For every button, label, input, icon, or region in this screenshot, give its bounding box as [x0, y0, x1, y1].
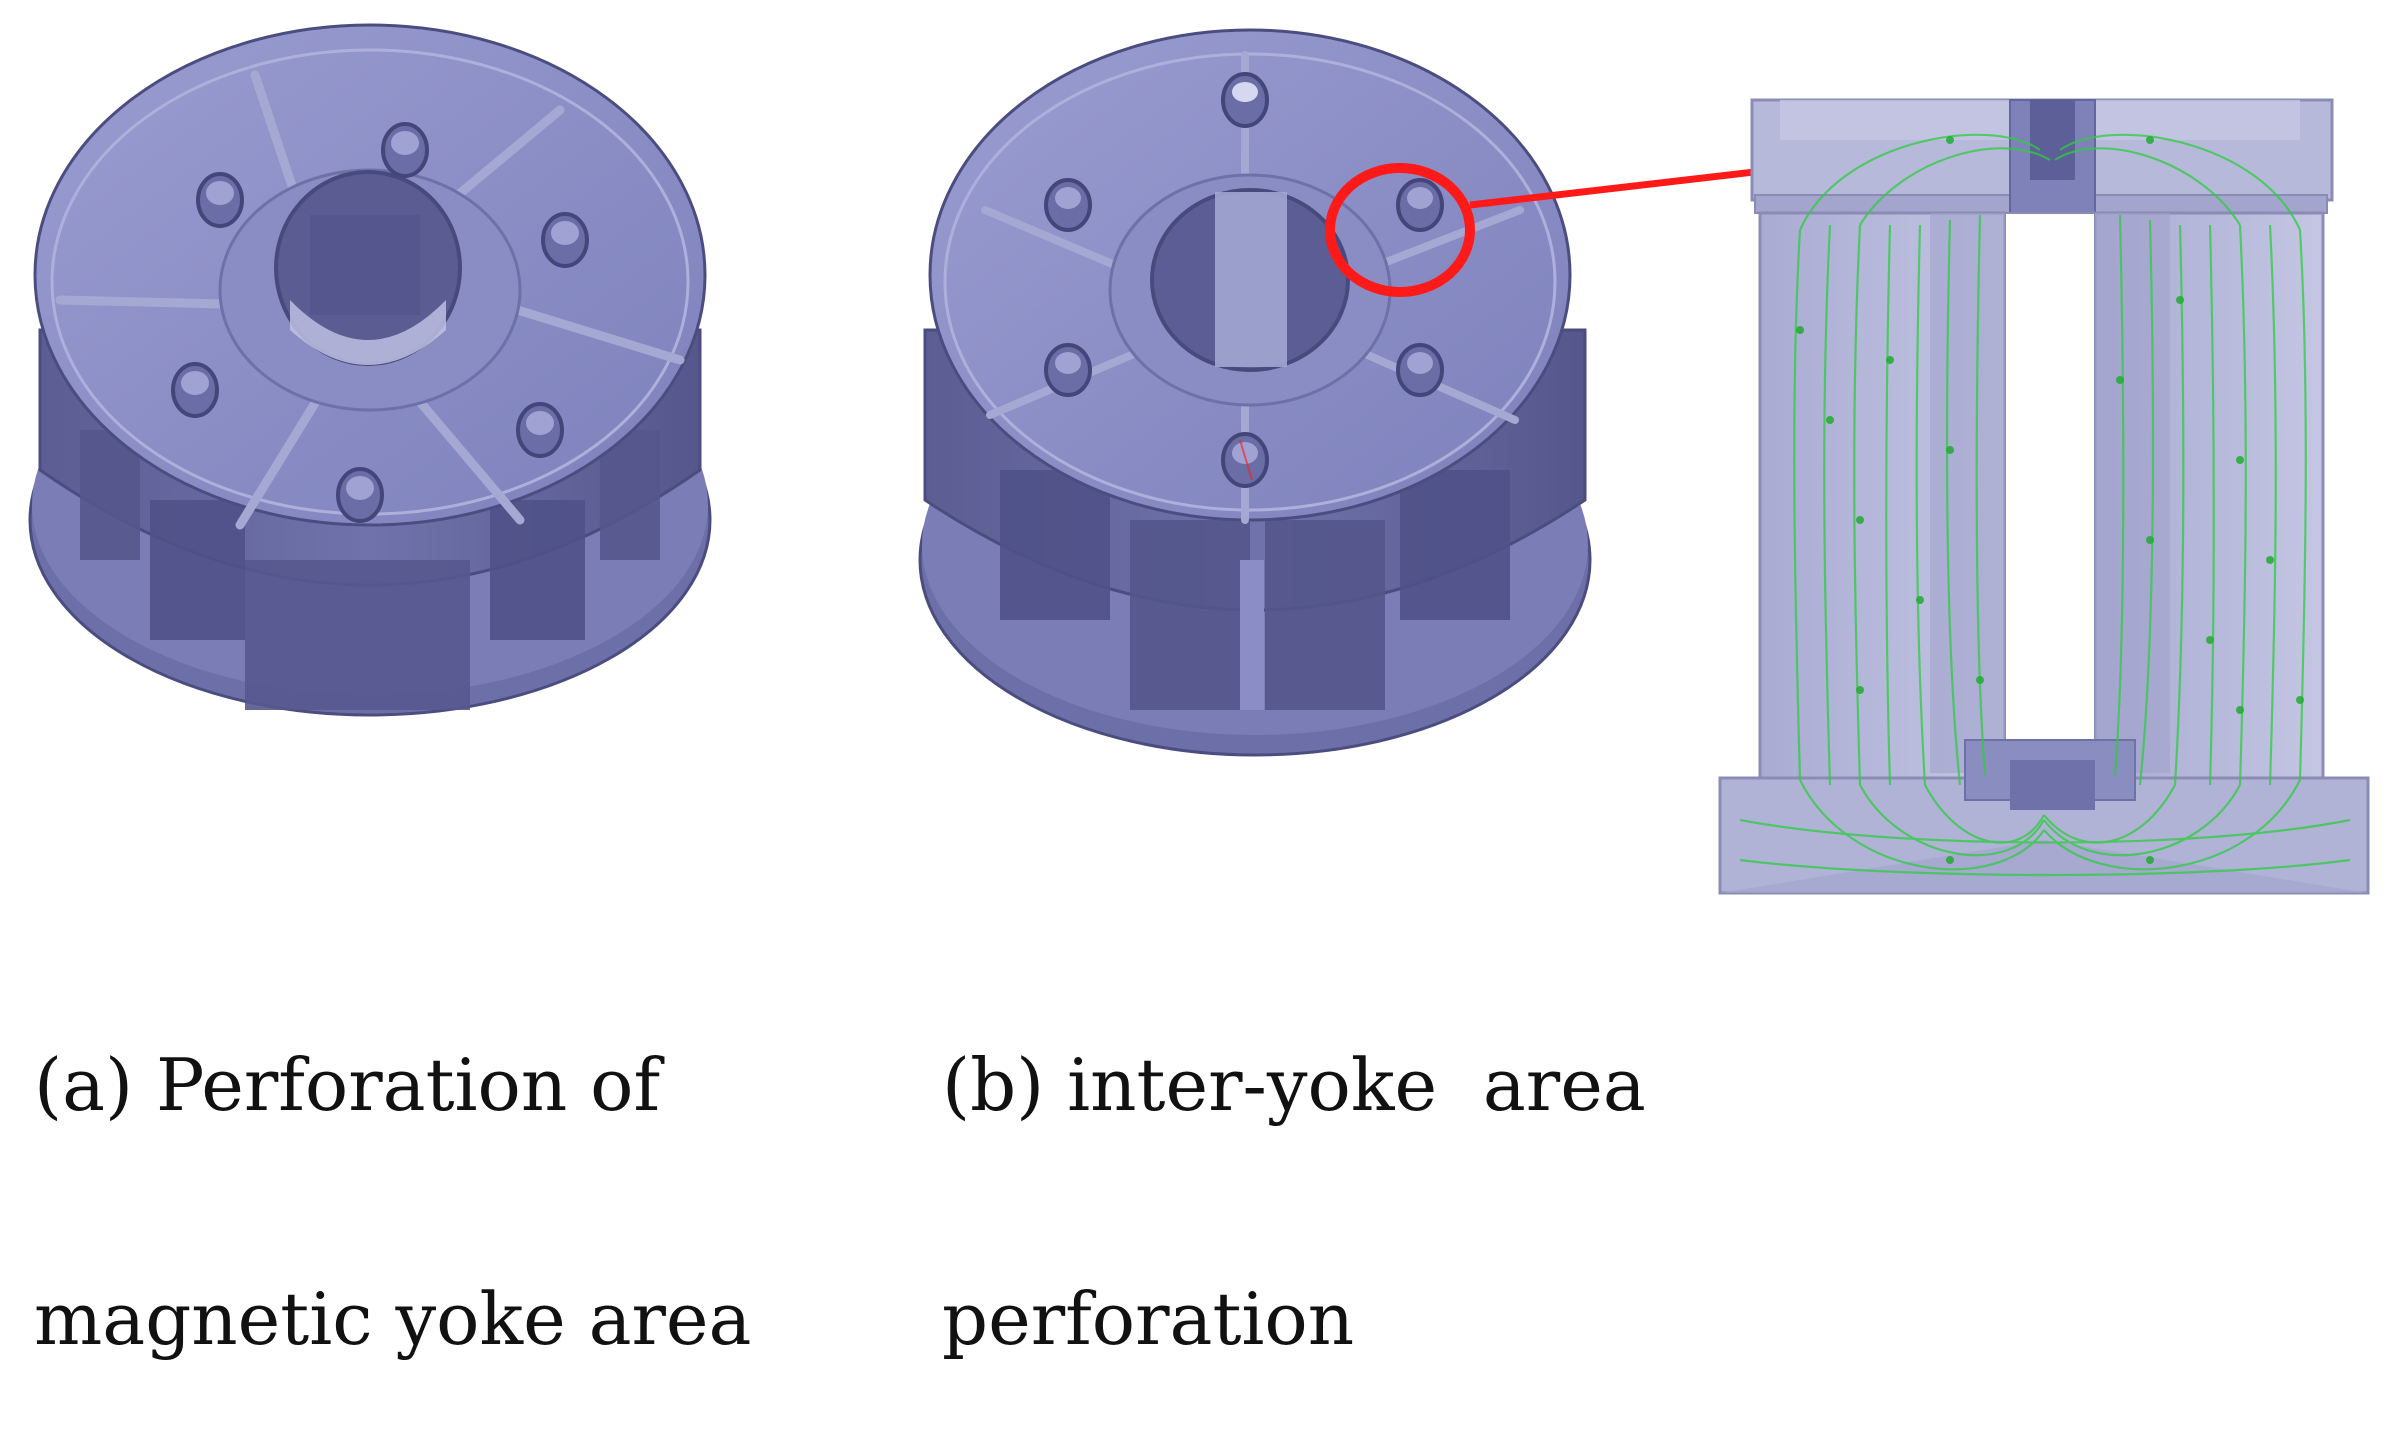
flux-simulation — [1718, 98, 2370, 895]
rotor-a — [28, 23, 712, 717]
figure-canvas — [28, 23, 2370, 895]
rotor-b — [918, 28, 1592, 757]
highlight-circle — [1325, 163, 1475, 297]
caption-b-line1: (b) inter-yoke area — [942, 1043, 1646, 1127]
caption-panel-b: (b) inter-yoke area perforation — [942, 890, 1646, 1436]
caption-a-line1: (a) Perforation of — [34, 1043, 661, 1127]
caption-a-line2: magnetic yoke area — [34, 1277, 752, 1361]
caption-b-line2: perforation — [942, 1277, 1355, 1361]
caption-panel-a: (a) Perforation of magnetic yoke area — [34, 890, 751, 1436]
